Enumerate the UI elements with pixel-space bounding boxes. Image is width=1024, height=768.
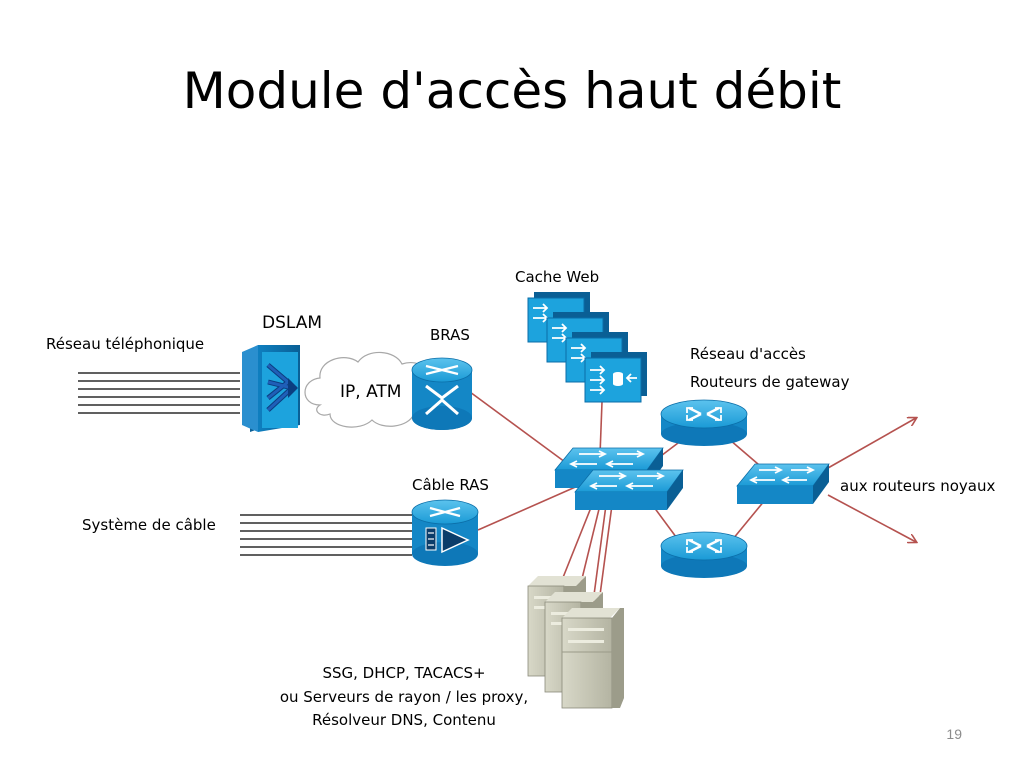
server-tower-icon <box>527 576 624 709</box>
network-links <box>469 391 916 611</box>
gateway-router-top-icon <box>660 399 748 446</box>
label-ip-atm: IP, ATM <box>340 382 402 402</box>
label-servers-line3: Résolveur DNS, Contenu <box>312 711 496 729</box>
cache-server-icon <box>527 292 647 403</box>
label-cache-web: Cache Web <box>515 268 600 286</box>
label-bras: BRAS <box>430 326 470 344</box>
label-systeme-cable: Système de câble <box>82 516 216 534</box>
telephone-lines <box>78 372 240 414</box>
core-switch-icon <box>736 463 830 504</box>
slide-title: Module d'accès haut débit <box>182 62 842 120</box>
label-routeurs-gateway: Routeurs de gateway <box>690 373 850 391</box>
gateway-router-bottom-icon <box>660 531 748 578</box>
cable-ras-icon <box>411 499 479 566</box>
cable-lines <box>240 514 412 556</box>
label-cable-ras: Câble RAS <box>412 476 489 494</box>
label-reseau-telephonique: Réseau téléphonique <box>46 335 205 353</box>
switch-icon <box>554 447 684 510</box>
dslam-icon <box>242 345 300 432</box>
router-icon <box>411 357 473 430</box>
label-dslam: DSLAM <box>262 313 323 333</box>
label-aux-routeurs-noyaux: aux routeurs noyaux <box>840 477 996 495</box>
label-servers-line1: SSG, DHCP, TACACS+ <box>322 664 486 682</box>
label-servers-line2: ou Serveurs de rayon / les proxy, <box>279 688 529 706</box>
page-number: 19 <box>946 726 962 742</box>
label-reseau-acces: Réseau d'accès <box>690 345 806 363</box>
